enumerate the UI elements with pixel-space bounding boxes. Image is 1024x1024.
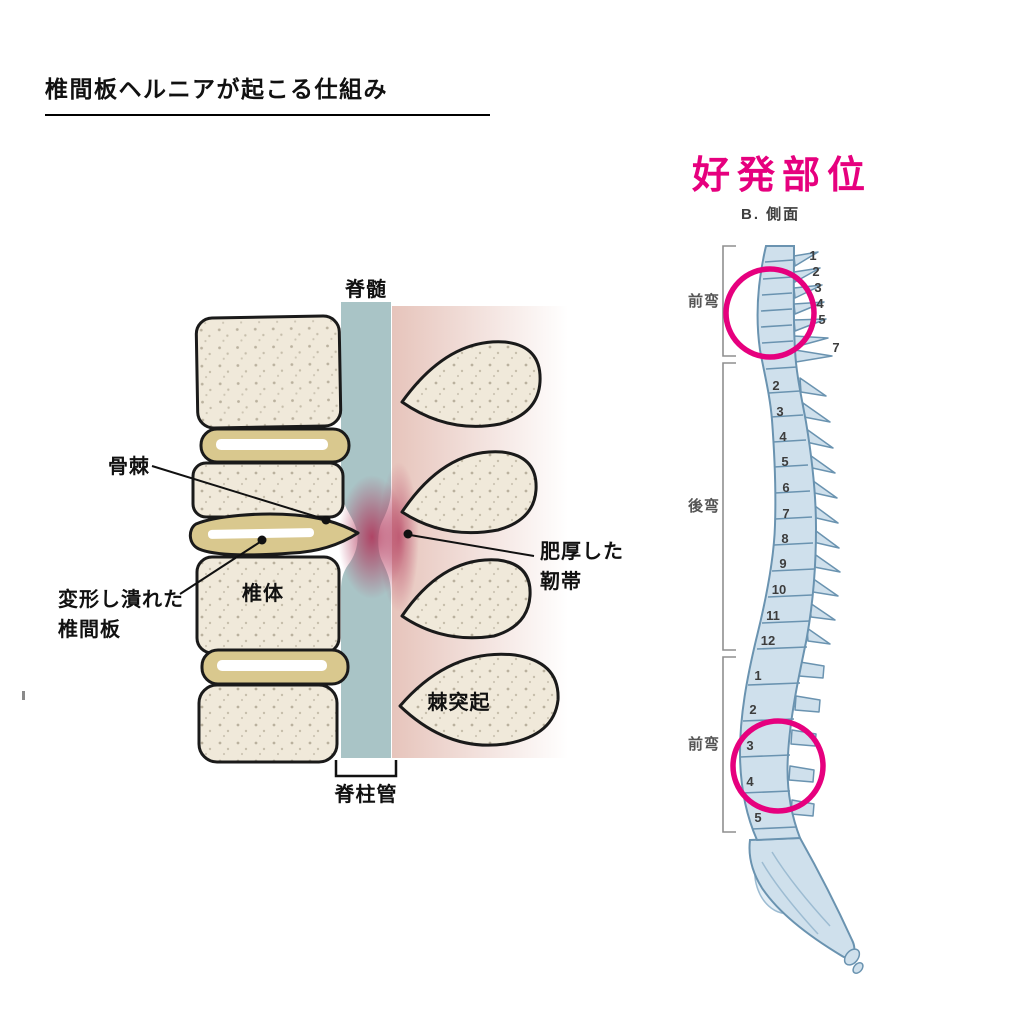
lumbar-number-4: 4: [746, 774, 754, 789]
cervical-number-4: 4: [816, 296, 824, 311]
deformed-disc-label-line1: 変形し潰れた: [58, 587, 184, 611]
disc-highlight-2: [217, 660, 327, 671]
thickened-ligament-dot: [403, 529, 413, 539]
common-sites-heading: 好発部位: [692, 155, 873, 197]
vertebral-column-band: [738, 245, 818, 842]
lumbar-lordosis-label: 前弯: [688, 735, 720, 753]
thoracic-number-11: 11: [766, 608, 780, 623]
herniation-annotations: 脊髄 骨棘 椎体 変形し潰れた 椎間板 肥厚した 靭帯 棘突起 脊柱管: [22, 277, 624, 806]
deformed-disc-highlight: [207, 528, 314, 539]
disc-highlight-1: [216, 439, 328, 450]
lumbar-number-2: 2: [749, 702, 756, 717]
herniation-diagram: 脊髄 骨棘 椎体 変形し潰れた 椎間板 肥厚した 靭帯 棘突起 脊柱管: [22, 277, 624, 806]
spinous-process-3: [400, 558, 532, 640]
spinal-canal-bracket: [334, 760, 398, 778]
thoracic-bracket: [722, 362, 736, 651]
page-title: 椎間板ヘルニアが起こる仕組み: [45, 70, 490, 116]
thickened-ligament-leader-line: [409, 534, 535, 557]
deformed-disc-dot: [257, 535, 267, 545]
thoracic-number-8: 8: [781, 531, 788, 546]
sacrum: [748, 836, 856, 959]
bone-spur-dot: [321, 515, 331, 525]
lumbar-number-5: 5: [754, 810, 761, 825]
bone-spur-label: 骨棘: [108, 454, 150, 478]
thoracic-number-12: 12: [761, 633, 775, 648]
vertebral-body-label: 椎体: [242, 581, 284, 605]
cervical-number-7: 7: [832, 340, 839, 355]
spinal-cord-label: 脊髄: [344, 277, 387, 301]
coccyx-segment-1: [843, 948, 861, 966]
cervical-number-1: 1: [809, 248, 816, 263]
disc-separator-lines: [739, 259, 815, 830]
lumbar-hotspot-circle: [730, 718, 826, 814]
lumbar-bracket: [722, 656, 736, 833]
thoracic-number-3: 3: [776, 404, 783, 419]
cervical-hotspot-circle: [723, 266, 817, 360]
thickened-ligament-label-line1: 肥厚した: [540, 540, 624, 563]
spine-side-view: 前弯 後弯 前弯 1 2 3 4 5: [687, 245, 864, 975]
thickened-ligament-label-line2: 靭帯: [540, 569, 582, 593]
thickened-ligament-highlight: [379, 462, 419, 612]
thoracic-number-10: 10: [772, 582, 786, 597]
deformed-disc-label-line2: 椎間板: [58, 617, 121, 641]
bone-spur-leader-line: [151, 465, 325, 520]
spinal-canal-label: 脊柱管: [334, 782, 398, 806]
coccyx-segment-2: [852, 961, 864, 975]
spinous-process-label: 棘突起: [428, 690, 491, 714]
lumbar-processes: [788, 661, 825, 817]
lumbar-number-3: 3: [746, 738, 753, 753]
thoracic-number-4: 4: [779, 429, 787, 444]
vertebra-body-1: [194, 314, 343, 430]
thoracic-number-5: 5: [781, 454, 788, 469]
spinous-process-stack: [398, 340, 560, 747]
cervical-lordosis-label: 前弯: [688, 292, 720, 310]
vertebra-body-4: [197, 683, 339, 764]
spine-processes: [788, 251, 841, 817]
deformed-disc-leader-line: [179, 541, 261, 595]
thoracic-kyphosis-label: 後弯: [687, 497, 720, 515]
spinous-process-4: [398, 652, 560, 747]
lumbar-number-1: 1: [754, 668, 761, 683]
vertebra-stack: [188, 314, 360, 764]
thoracic-number-6: 6: [782, 480, 789, 495]
spinous-process-2: [400, 450, 538, 535]
cervical-number-5: 5: [818, 312, 825, 327]
edge-artifact-mark: [22, 691, 25, 700]
thoracic-number-9: 9: [779, 556, 786, 571]
cervical-number-3: 3: [814, 280, 821, 295]
spinous-process-1: [400, 340, 542, 428]
vertebra-body-3: [195, 555, 341, 655]
thoracic-number-7: 7: [782, 506, 789, 521]
sacrum-striations: [761, 851, 831, 935]
vertebra-numbers: 1 2 3 4 5 7 2 3 4 5 6 7 8 9 10 11 12 1 2…: [746, 248, 839, 825]
side-view-label: B. 側面: [741, 206, 801, 223]
vertebra-body-2: [191, 461, 345, 519]
cervical-bracket: [722, 245, 736, 357]
thoracic-number-2: 2: [772, 378, 779, 393]
curvature-brackets: [722, 245, 736, 833]
cervical-number-2: 2: [812, 264, 819, 279]
thoracic-processes: [799, 377, 841, 645]
